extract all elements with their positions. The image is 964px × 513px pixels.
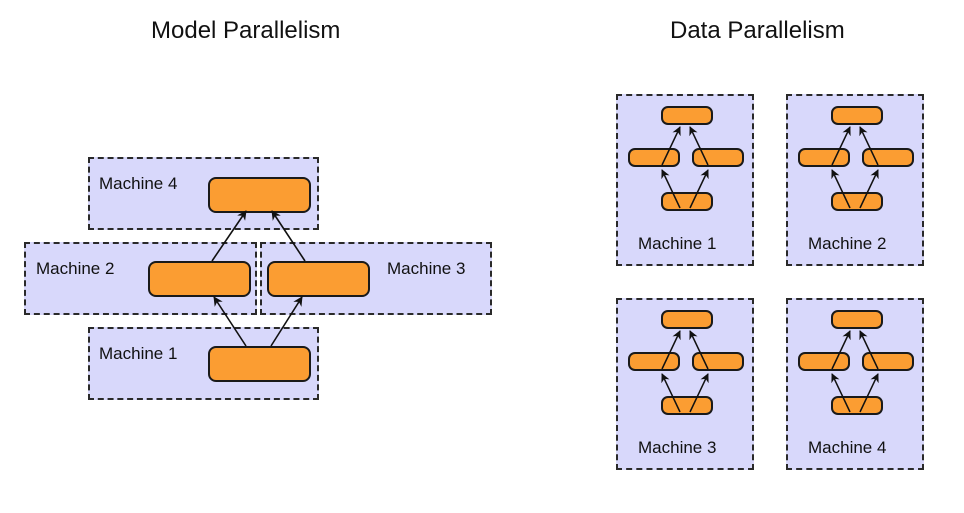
machine-label: Machine 2 <box>808 234 887 253</box>
replica-node-right <box>862 352 914 371</box>
replica-node-right <box>862 148 914 167</box>
model-layer-node <box>208 177 311 213</box>
replica-node-top <box>831 310 883 329</box>
model-layer-node <box>208 346 311 382</box>
replica-node-bottom <box>831 396 883 415</box>
machine-label: Machine 4 <box>808 438 887 457</box>
mp-machine-2: Machine 2 <box>24 242 257 315</box>
replica-node-left <box>798 352 850 371</box>
dp-machine-2: Machine 2 <box>786 94 924 266</box>
replica-node-top <box>661 106 713 125</box>
model-layer-node <box>267 261 370 297</box>
mp-machine-3: Machine 3 <box>260 242 492 315</box>
mp-machine-1: Machine 1 <box>88 327 319 400</box>
replica-node-right <box>692 148 744 167</box>
machine-label: Machine 3 <box>387 259 466 278</box>
machine-label: Machine 3 <box>638 438 717 457</box>
model-parallelism-title: Model Parallelism <box>151 17 341 44</box>
data-parallelism-title: Data Parallelism <box>670 17 845 44</box>
machine-label: Machine 4 <box>99 174 178 193</box>
machine-label: Machine 2 <box>36 259 115 278</box>
replica-node-right <box>692 352 744 371</box>
model-layer-node <box>148 261 251 297</box>
replica-node-bottom <box>661 192 713 211</box>
replica-node-bottom <box>661 396 713 415</box>
machine-label: Machine 1 <box>638 234 717 253</box>
dp-machine-1: Machine 1 <box>616 94 754 266</box>
replica-node-left <box>628 148 680 167</box>
replica-node-left <box>628 352 680 371</box>
machine-label: Machine 1 <box>99 344 178 363</box>
replica-node-top <box>831 106 883 125</box>
replica-node-left <box>798 148 850 167</box>
replica-node-bottom <box>831 192 883 211</box>
dp-machine-4: Machine 4 <box>786 298 924 470</box>
mp-machine-4: Machine 4 <box>88 157 319 230</box>
replica-node-top <box>661 310 713 329</box>
dp-machine-3: Machine 3 <box>616 298 754 470</box>
